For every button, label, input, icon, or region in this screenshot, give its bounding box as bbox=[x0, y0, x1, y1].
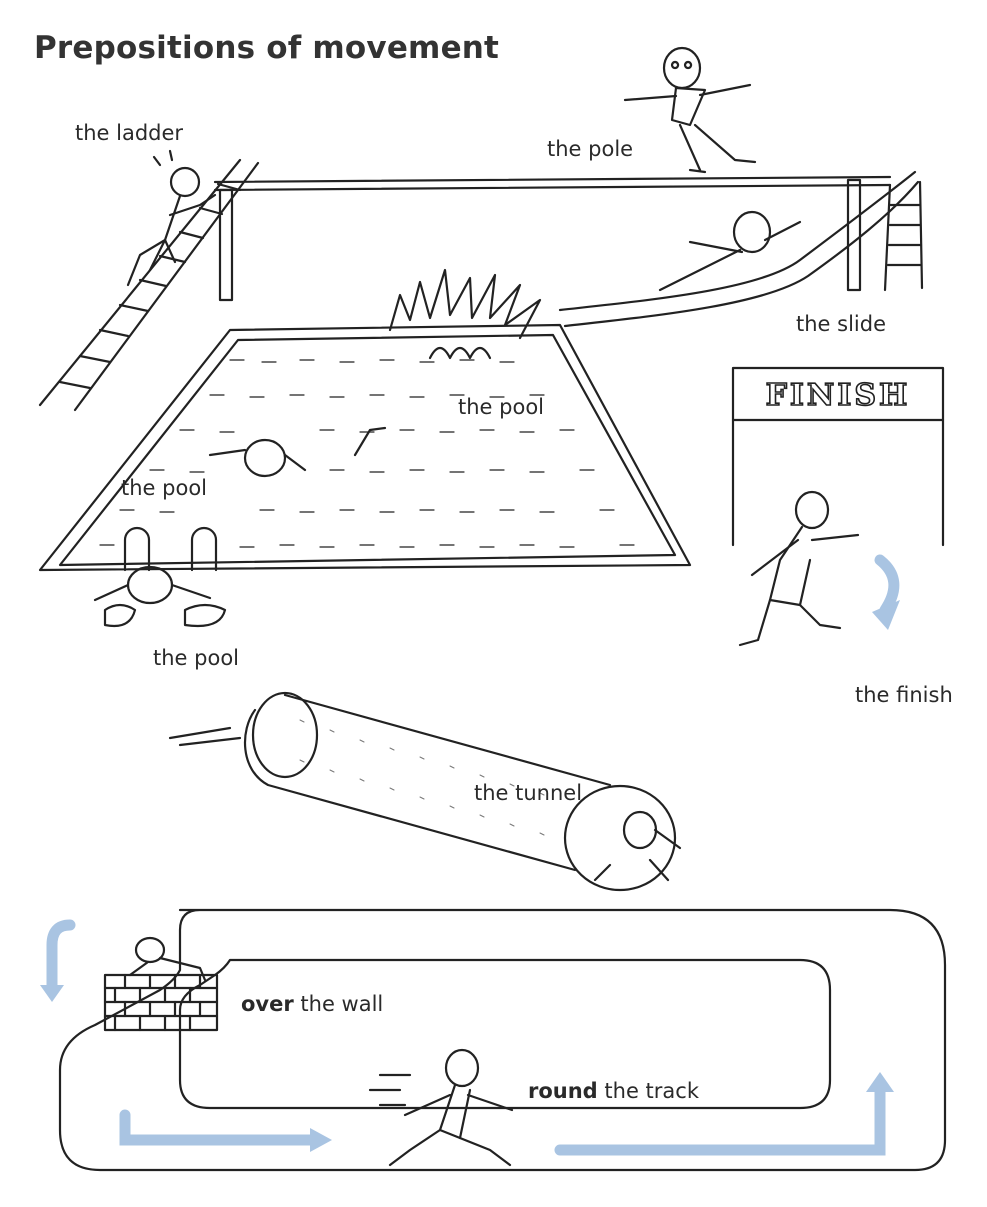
pool-water-ripples bbox=[99, 359, 635, 548]
pool-icon bbox=[38, 323, 692, 572]
arrows bbox=[46, 554, 900, 1156]
slider-figure-icon bbox=[658, 210, 802, 292]
tunnel-stipple bbox=[299, 719, 545, 836]
page-title: Prepositions of movement bbox=[34, 30, 500, 66]
wall-arrowhead-icon bbox=[40, 985, 64, 1002]
finish-arrowhead-icon bbox=[872, 600, 900, 630]
finish-gate-icon bbox=[731, 366, 945, 547]
label-track: round the track bbox=[528, 1079, 699, 1103]
horizontal-bar-frame bbox=[213, 175, 892, 302]
pool-exit-figure-icon bbox=[93, 526, 227, 628]
label-pool-top: the pool bbox=[458, 395, 544, 419]
label-tunnel: the tunnel bbox=[474, 781, 583, 805]
label-wall: over the wall bbox=[241, 992, 383, 1016]
track-arrowhead-left-icon bbox=[310, 1128, 332, 1152]
label-slide: the slide bbox=[796, 312, 886, 336]
pole-balancer-figure-icon bbox=[623, 46, 757, 174]
running-track-icon bbox=[58, 908, 947, 1172]
track-runner-figure-icon bbox=[368, 1048, 514, 1167]
track-object: the track bbox=[604, 1079, 699, 1103]
ladder-icon bbox=[38, 158, 260, 412]
runner-finish-figure-icon bbox=[738, 490, 860, 647]
tunnel-figure-icon bbox=[593, 810, 682, 882]
splash-icon bbox=[388, 268, 542, 360]
track-arrow-right-icon bbox=[554, 1084, 886, 1156]
climber-figure-icon bbox=[126, 149, 217, 287]
label-pool-mid: the pool bbox=[121, 476, 207, 500]
label-finish: the finish bbox=[855, 683, 953, 707]
tunnel-icon bbox=[243, 691, 677, 892]
label-ladder: the ladder bbox=[75, 121, 184, 145]
tunnel-entry-feet-icon bbox=[168, 726, 242, 747]
wall-preposition: over bbox=[241, 992, 294, 1016]
swimmer-figure-icon bbox=[208, 426, 387, 478]
label-pool-bottom: the pool bbox=[153, 646, 239, 670]
wall-climber-figure-icon bbox=[128, 936, 207, 982]
track-preposition: round bbox=[528, 1079, 598, 1103]
finish-sign-text: FINISH bbox=[766, 378, 911, 413]
wall-object: the wall bbox=[300, 992, 384, 1016]
track-arrowhead-right-icon bbox=[866, 1072, 894, 1092]
label-pole: the pole bbox=[547, 137, 634, 161]
slide-icon bbox=[558, 170, 924, 328]
finish-arrow-icon bbox=[874, 554, 900, 616]
brick-wall-icon bbox=[103, 973, 219, 1032]
track-arrow-left-icon bbox=[119, 1109, 316, 1146]
wall-arrow-icon bbox=[46, 919, 76, 991]
